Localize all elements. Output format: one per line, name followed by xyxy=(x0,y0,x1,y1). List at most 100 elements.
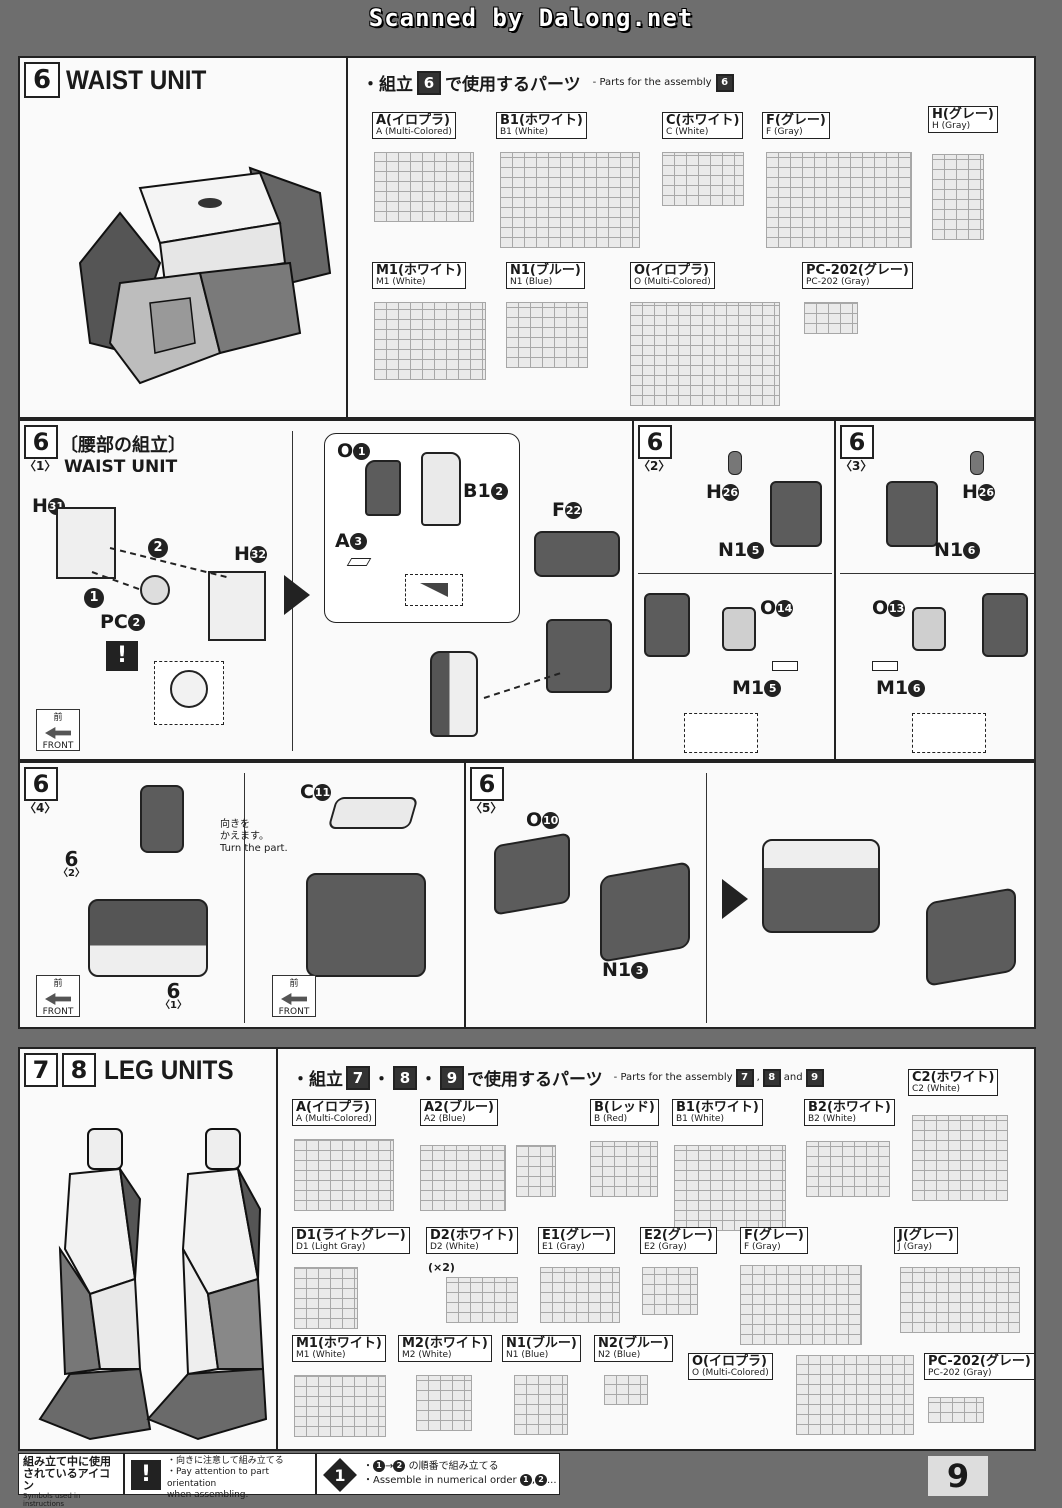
attention-legend: ! ・向きに注意して組み立てる ・Pay attention to part o… xyxy=(124,1453,316,1500)
part-label-h26: H26 xyxy=(706,481,739,503)
parts-heading-en-step: 6 xyxy=(715,73,734,92)
part-n13-shape xyxy=(600,861,690,963)
part-m16-shape xyxy=(872,661,898,671)
attention-icon: ! xyxy=(106,641,138,671)
part-h32-shape xyxy=(208,571,266,641)
runner-label-pc202: PC-202(グレー)PC-202 (Gray) xyxy=(802,262,913,290)
waist-unit-panel: 6 WAIST UNIT xyxy=(18,56,348,419)
parts-heading-en-step-7: 7 xyxy=(735,1068,754,1087)
runner-label-b: B(レッド)B (Red) xyxy=(590,1099,659,1127)
waist-final-assembly xyxy=(762,839,880,933)
runner-image-d1 xyxy=(294,1267,358,1329)
order-icon: 1 xyxy=(323,1458,357,1492)
runner-image-o xyxy=(796,1355,914,1435)
panel-divider xyxy=(706,773,707,1023)
section-divider xyxy=(638,573,832,574)
runner-label-n1: N1(ブルー)N1 (Blue) xyxy=(502,1335,581,1363)
parts-heading-en-step-8: 8 xyxy=(762,1068,781,1087)
leg-parts-panel: ・組立 7 ・ 8 ・ 9 で使用するパーツ - Parts for the a… xyxy=(276,1047,1036,1451)
icons-legend-title: 組み立て中に使用 されているアイコン Symbols used in instr… xyxy=(18,1453,124,1508)
parts-heading-en: - Parts for the assembly xyxy=(613,1072,733,1083)
part-o13-shape xyxy=(912,607,946,651)
leg-units-panel: 7 8 LEG UNITS xyxy=(18,1047,278,1451)
step-number-box: 6 xyxy=(840,425,874,459)
runner-label-m1: M1(ホワイト)M1 (White) xyxy=(292,1335,386,1363)
sub-step-label: 〈4〉 xyxy=(24,801,57,815)
runner-image-n1 xyxy=(514,1375,568,1435)
panel-divider xyxy=(244,773,245,1023)
part-label-f22: F22 xyxy=(552,499,582,521)
runner-image-m1 xyxy=(294,1375,386,1437)
step-jp-title: 〔腰部の組立〕 xyxy=(60,435,186,456)
sub-step-label: 〈5〉 xyxy=(470,801,503,815)
runner-label-a2: A2(ブルー)A2 (Blue) xyxy=(420,1099,498,1127)
runner-image-j xyxy=(900,1267,1020,1333)
part-label-o14: O14 xyxy=(760,597,794,619)
runner-image-e1 xyxy=(540,1267,620,1323)
runner-image-b xyxy=(590,1141,658,1197)
waist-core-shape xyxy=(546,619,612,693)
section-title: LEG UNITS xyxy=(104,1054,234,1085)
turn-note: 向きを かえます。 Turn the part. xyxy=(220,819,288,854)
section-title: WAIST UNIT xyxy=(66,64,207,95)
runner-label-a: A(イロプラ)A (Multi-Colored) xyxy=(372,112,456,140)
part-n15-shape xyxy=(770,481,822,547)
runner-image-f xyxy=(766,152,912,248)
runner-label-b1: B1(ホワイト)B1 (White) xyxy=(672,1099,763,1127)
parts-heading-en-and: and xyxy=(783,1072,803,1083)
pc2-detail-box xyxy=(154,661,224,725)
runner-image-m2 xyxy=(416,1375,472,1431)
step-en-title: WAIST UNIT xyxy=(64,457,178,477)
runner-image-m1 xyxy=(374,302,486,380)
a3-detail-box xyxy=(405,574,463,606)
part-a3-shape xyxy=(346,558,372,566)
runner-image-a xyxy=(294,1139,394,1211)
runner-image-h xyxy=(932,154,984,240)
waist-assembly xyxy=(88,899,208,977)
runner-image-pc202 xyxy=(928,1397,984,1423)
runner-label-o: O(イロプラ)O (Multi-Colored) xyxy=(688,1353,773,1381)
part-h26-shape xyxy=(970,451,984,475)
next-step-arrow xyxy=(722,879,748,919)
runner-label-e1: E1(グレー)E1 (Gray) xyxy=(538,1227,615,1255)
runner-image-b2 xyxy=(806,1141,890,1197)
sub-step-label: 〈3〉 xyxy=(840,459,873,473)
runner-label-m2: M2(ホワイト)M2 (White) xyxy=(398,1335,492,1363)
part-c11-shape xyxy=(327,797,419,829)
assembly-line xyxy=(109,547,227,579)
part-b12-shape xyxy=(421,452,461,526)
runner-label-h: H(グレー)H (Gray) xyxy=(928,106,998,134)
parts-heading-jp-post: で使用するパーツ xyxy=(467,1070,603,1090)
step-number-box: 6 xyxy=(24,767,58,801)
waist-unit-illustration xyxy=(78,166,332,385)
part-n13-final xyxy=(926,887,1016,987)
runner-image-c2 xyxy=(912,1115,1008,1201)
part-label-o13: O13 xyxy=(872,597,906,619)
reference-step-6-1: 6 〈1〉 xyxy=(160,979,187,1011)
part-n16-shape xyxy=(886,481,938,547)
runner-label-f: F(グレー)F (Gray) xyxy=(740,1227,808,1255)
part-h26-shape xyxy=(728,451,742,475)
part-label-h32: H32 xyxy=(234,543,267,565)
parts-heading-jp: ・組立 xyxy=(362,75,413,95)
step-6-1-panel: 6 〈1〉 〔腰部の組立〕 WAIST UNIT H31 H32 PC2 ! 2… xyxy=(18,419,634,761)
m15-detail-box xyxy=(684,713,758,753)
runner-label-b1: B1(ホワイト)B1 (White) xyxy=(496,112,587,140)
step-number-box: 6 xyxy=(24,62,60,98)
runner-label-f: F(グレー)F (Gray) xyxy=(762,112,830,140)
part-label-c11: C11 xyxy=(300,781,331,803)
part-label-h26: H26 xyxy=(962,481,995,503)
runner-label-pc202: PC-202(グレー)PC-202 (Gray) xyxy=(924,1353,1035,1381)
